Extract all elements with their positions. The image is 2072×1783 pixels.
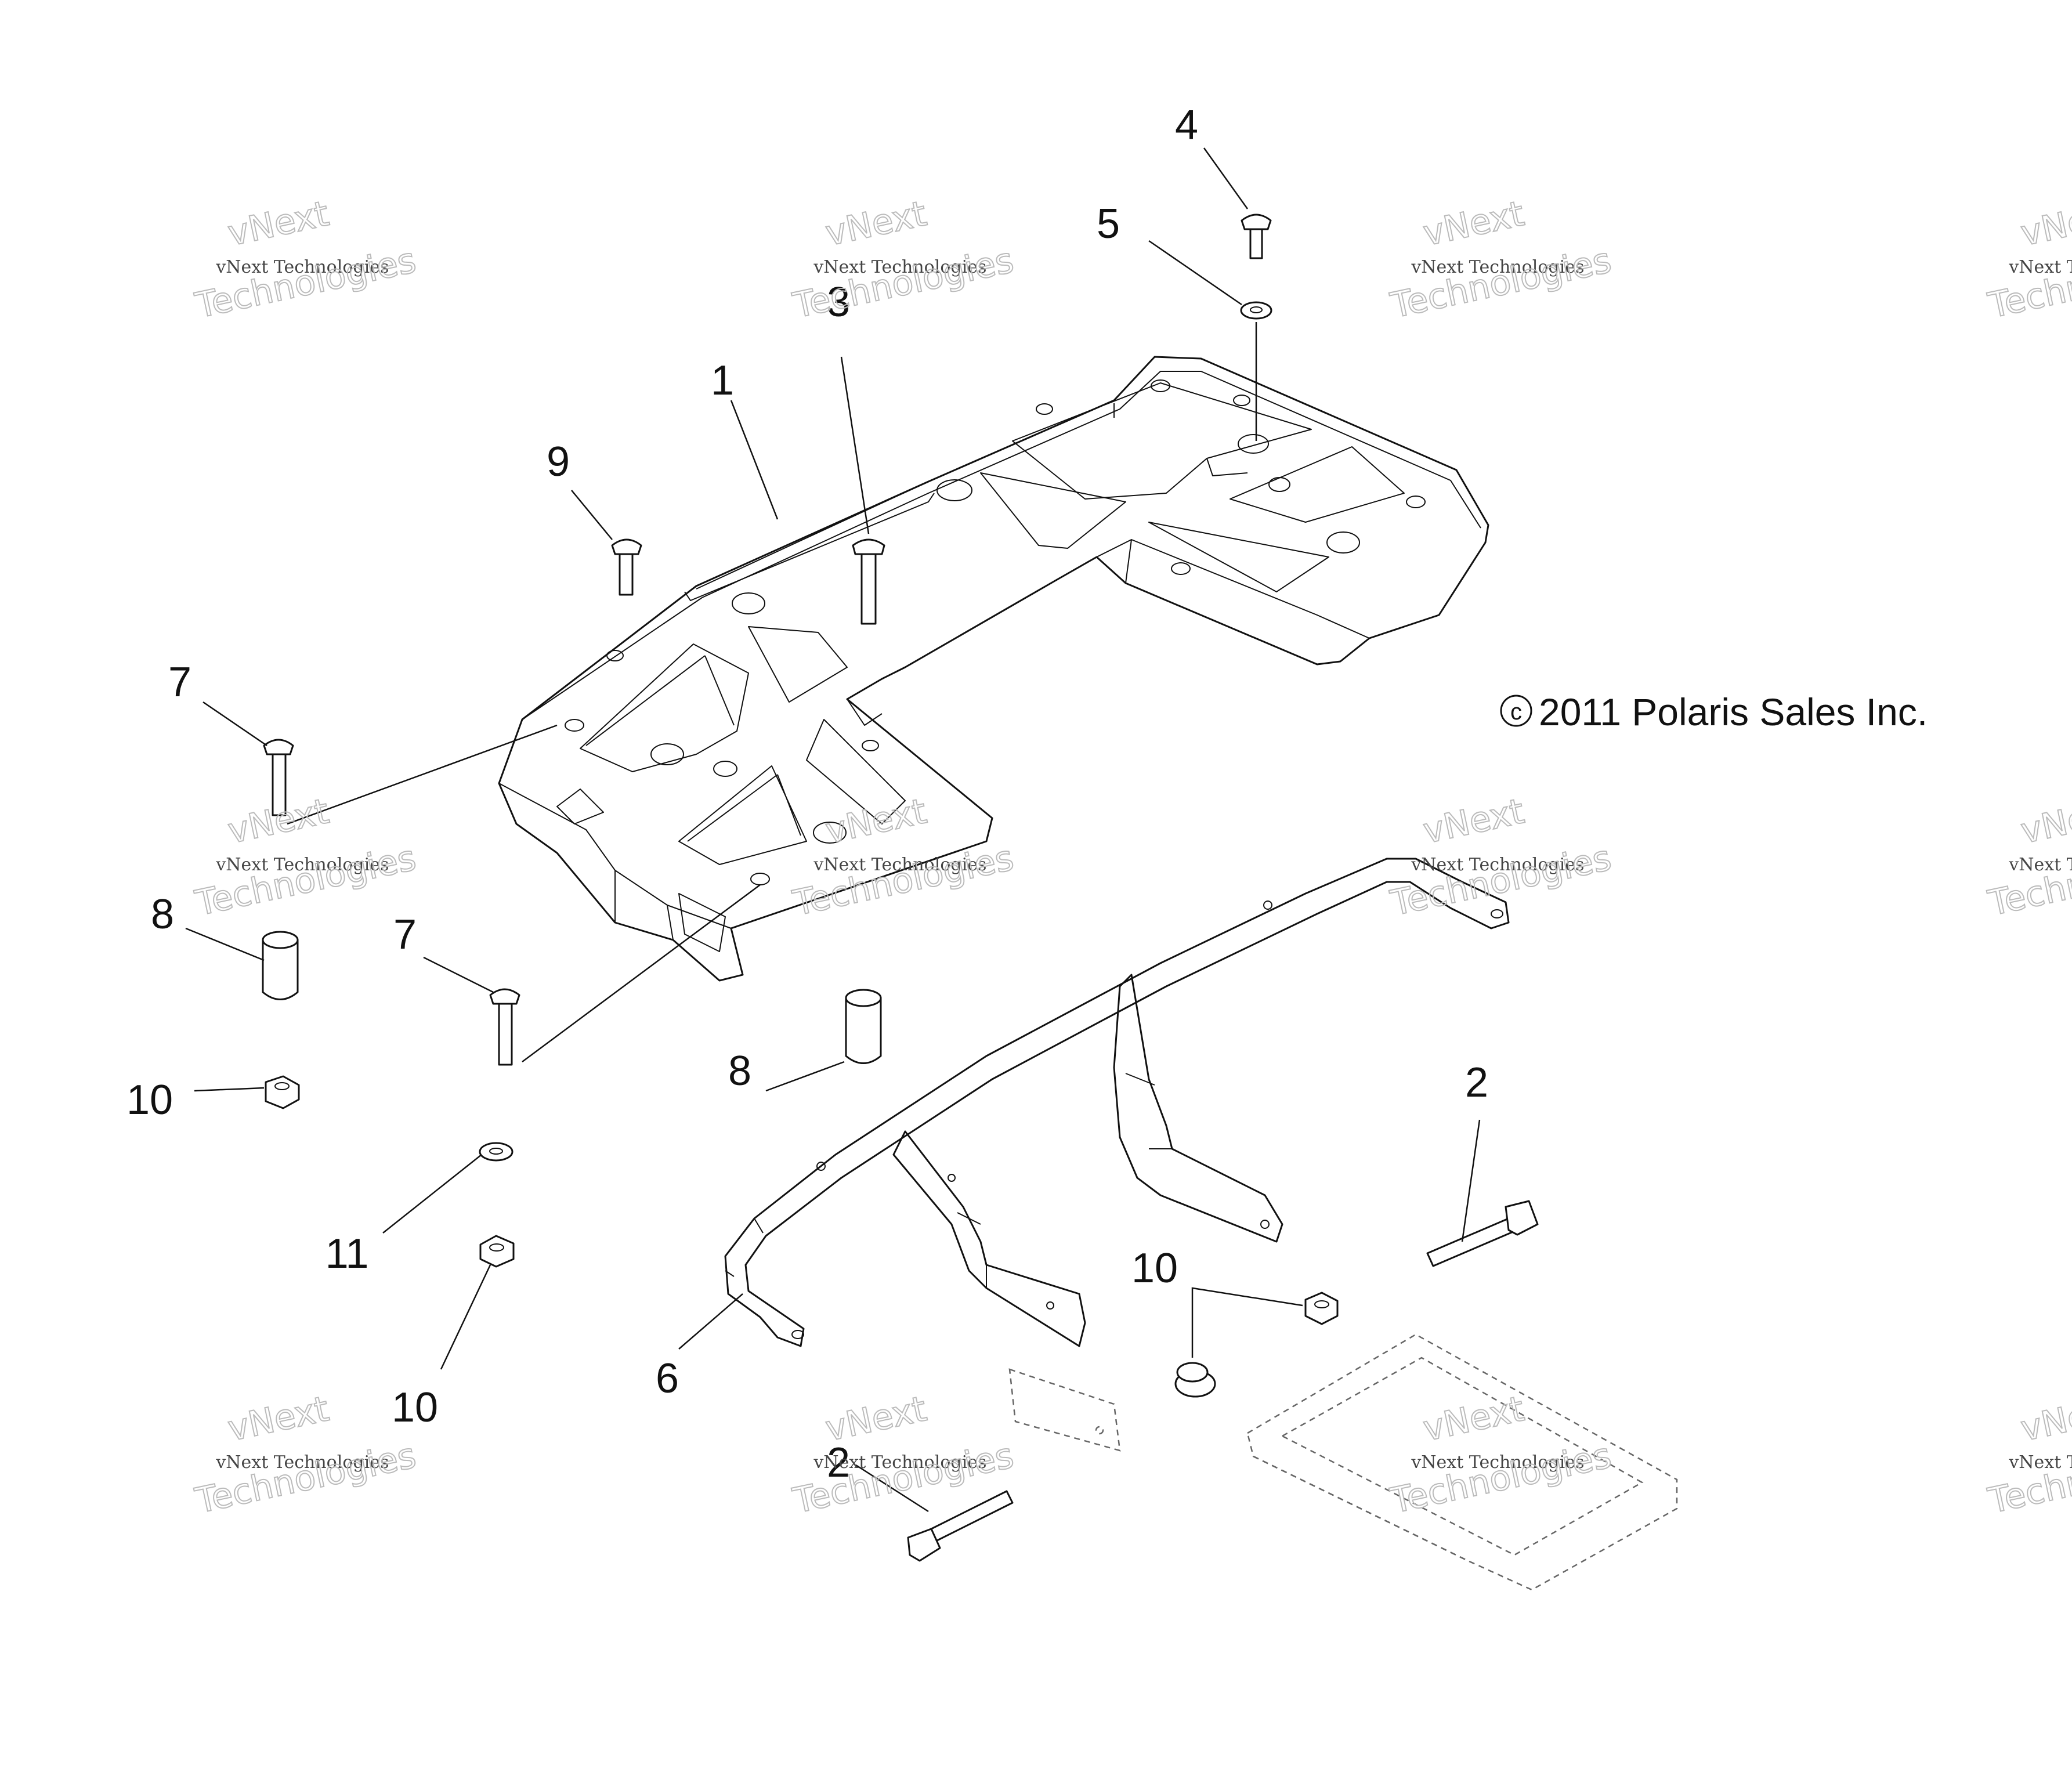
watermark-ghost-bottom: Technologies xyxy=(191,240,420,327)
watermark-ghost-bottom: Technologies xyxy=(789,240,1017,327)
bolt-4 xyxy=(1241,214,1272,259)
bolt-2-right xyxy=(1426,1200,1539,1267)
bolt-2-lower xyxy=(907,1490,1014,1562)
washer-5 xyxy=(1240,301,1272,320)
callout-7-lower: 7 xyxy=(393,912,417,958)
callout-3: 3 xyxy=(827,279,850,326)
watermarks: vNext vNext Technologies Technologies vN… xyxy=(191,193,2072,1522)
watermark-ghost-top: vNext xyxy=(1420,791,1528,852)
callout-4: 4 xyxy=(1175,102,1198,149)
callout-8-center: 8 xyxy=(728,1048,751,1094)
callout-8-left: 8 xyxy=(151,891,174,938)
bolt-7-upper xyxy=(263,739,294,816)
bolt-9 xyxy=(611,538,642,596)
watermark-ghost-top: vNext xyxy=(822,193,930,254)
callout-1: 1 xyxy=(711,357,734,404)
rack-support-frame xyxy=(724,858,1510,1347)
nut-10-right xyxy=(1304,1292,1339,1325)
watermark-label: vNext Technologies xyxy=(813,257,986,277)
watermark-ghost-bottom: Technologies xyxy=(1387,1435,1615,1522)
leader-lines xyxy=(185,147,1481,1513)
washer-11 xyxy=(479,1142,514,1162)
bolt-3 xyxy=(852,538,885,625)
watermark-ghost-bottom: Technologies xyxy=(1387,240,1615,327)
watermark-label: vNext Technologies xyxy=(215,855,389,875)
watermark-label: vNext Technologies xyxy=(2008,1452,2072,1473)
watermark-label: vNext Technologies xyxy=(2008,855,2072,875)
callout-labels: 1 2 2 3 4 5 6 7 7 8 8 9 10 10 10 11 xyxy=(126,102,1488,1486)
watermark-label: vNext Technologies xyxy=(1411,855,1584,875)
rear-rack xyxy=(498,356,1489,982)
spacer-8-center xyxy=(845,989,882,1064)
watermark-ghost-top: vNext xyxy=(2017,193,2072,254)
callout-11: 11 xyxy=(326,1231,369,1277)
watermark-label: vNext Technologies xyxy=(215,257,389,277)
watermark-ghost-top: vNext xyxy=(2017,791,2072,852)
spacer-8-left xyxy=(262,931,299,1000)
nut-10-left xyxy=(265,1075,300,1109)
bolt-7-lower xyxy=(489,988,520,1066)
watermark-label: vNext Technologies xyxy=(215,1452,389,1473)
watermark-ghost-top: vNext xyxy=(2017,1388,2072,1449)
bracket-dashed xyxy=(1008,1368,1121,1452)
watermark-ghost-bottom: Technologies xyxy=(191,838,420,924)
watermark-ghost-top: vNext xyxy=(225,193,332,254)
storage-box-dashed xyxy=(1246,1333,1678,1591)
callout-9: 9 xyxy=(547,439,570,485)
callout-10-left: 10 xyxy=(126,1077,173,1123)
callout-10-lower: 10 xyxy=(392,1384,438,1431)
callout-5: 5 xyxy=(1097,201,1120,247)
callout-7-upper: 7 xyxy=(168,659,191,706)
copyright-notice: c 2011 Polaris Sales Inc. xyxy=(1500,690,1928,733)
watermark-ghost-top: vNext xyxy=(822,1388,930,1449)
callout-10-right: 10 xyxy=(1131,1245,1178,1292)
callout-6: 6 xyxy=(656,1355,679,1402)
copyright-text: 2011 Polaris Sales Inc. xyxy=(1539,690,1928,733)
watermark-label: vNext Technologies xyxy=(1411,1452,1584,1473)
watermark-label: vNext Technologies xyxy=(2008,257,2072,277)
watermark-ghost-top: vNext xyxy=(225,1388,332,1449)
grommet xyxy=(1174,1362,1216,1398)
watermark-ghost-top: vNext xyxy=(225,791,332,852)
watermark-label: vNext Technologies xyxy=(813,855,986,875)
nut-10-lower xyxy=(479,1235,515,1268)
watermark-ghost-top: vNext xyxy=(1420,1388,1528,1449)
watermark-ghost-top: vNext xyxy=(1420,193,1528,254)
callout-2-lower: 2 xyxy=(827,1440,850,1486)
watermark-label: vNext Technologies xyxy=(1411,257,1584,277)
copyright-symbol: c xyxy=(1510,699,1522,725)
watermark-label: vNext Technologies xyxy=(813,1452,986,1473)
callout-2-right: 2 xyxy=(1465,1059,1488,1106)
watermark-ghost-bottom: Technologies xyxy=(191,1435,420,1522)
